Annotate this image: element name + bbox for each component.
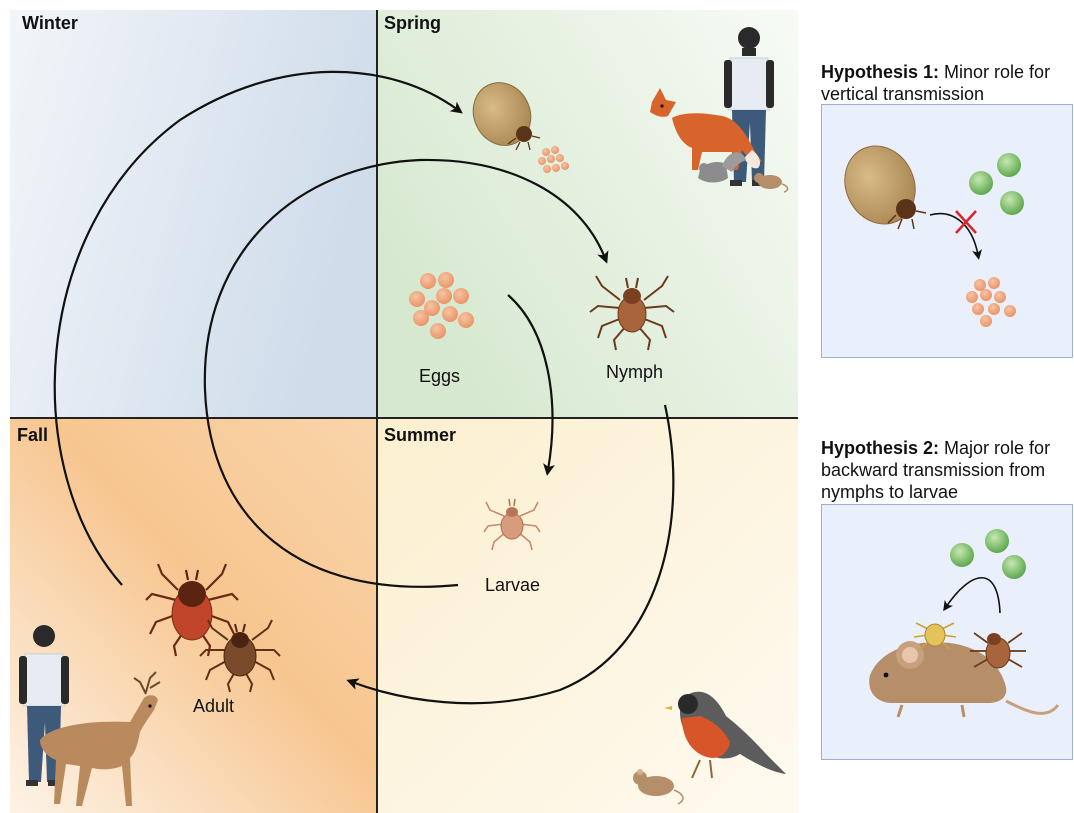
hypothesis-1-label: Hypothesis 1: — [821, 62, 939, 82]
season-winter-label: Winter — [22, 13, 78, 34]
hypothesis-2-title: Hypothesis 2: Major role for backward tr… — [821, 437, 1073, 503]
hypothesis-1-panel — [821, 104, 1073, 358]
vertical-transmission-arrow — [930, 214, 978, 255]
red-x-icon — [956, 211, 976, 233]
stage-adult-label: Adult — [193, 696, 234, 717]
stage-larvae-label: Larvae — [485, 575, 540, 596]
mouse-icon — [869, 641, 1058, 717]
hypothesis-1-text-1: Minor role for — [939, 62, 1050, 82]
hypothesis-1-title: Hypothesis 1: Minor role for vertical tr… — [821, 61, 1071, 105]
hypothesis-2-text-3: nymphs to larvae — [821, 482, 958, 502]
hypothesis-2-text-2: backward transmission from — [821, 460, 1045, 480]
hypothesis-1-text-2: vertical transmission — [821, 84, 984, 104]
pathogen-icon — [969, 153, 1024, 215]
tick-engorged-icon — [832, 134, 927, 235]
hypothesis-2-label: Hypothesis 2: — [821, 438, 939, 458]
hypothesis-1-illustration — [822, 105, 1072, 357]
egg-cluster-icon — [966, 277, 1016, 327]
backward-transmission-arrow — [946, 578, 1000, 613]
season-spring-label: Spring — [384, 13, 441, 34]
season-fall-label: Fall — [17, 425, 48, 446]
stage-eggs-label: Eggs — [419, 366, 460, 387]
pathogen-icon — [950, 529, 1026, 579]
hypothesis-2-panel — [821, 504, 1073, 760]
hypothesis-2-illustration — [822, 505, 1072, 759]
season-summer-label: Summer — [384, 425, 456, 446]
hypothesis-2-text-1: Major role for — [939, 438, 1050, 458]
stage-nymph-label: Nymph — [606, 362, 663, 383]
